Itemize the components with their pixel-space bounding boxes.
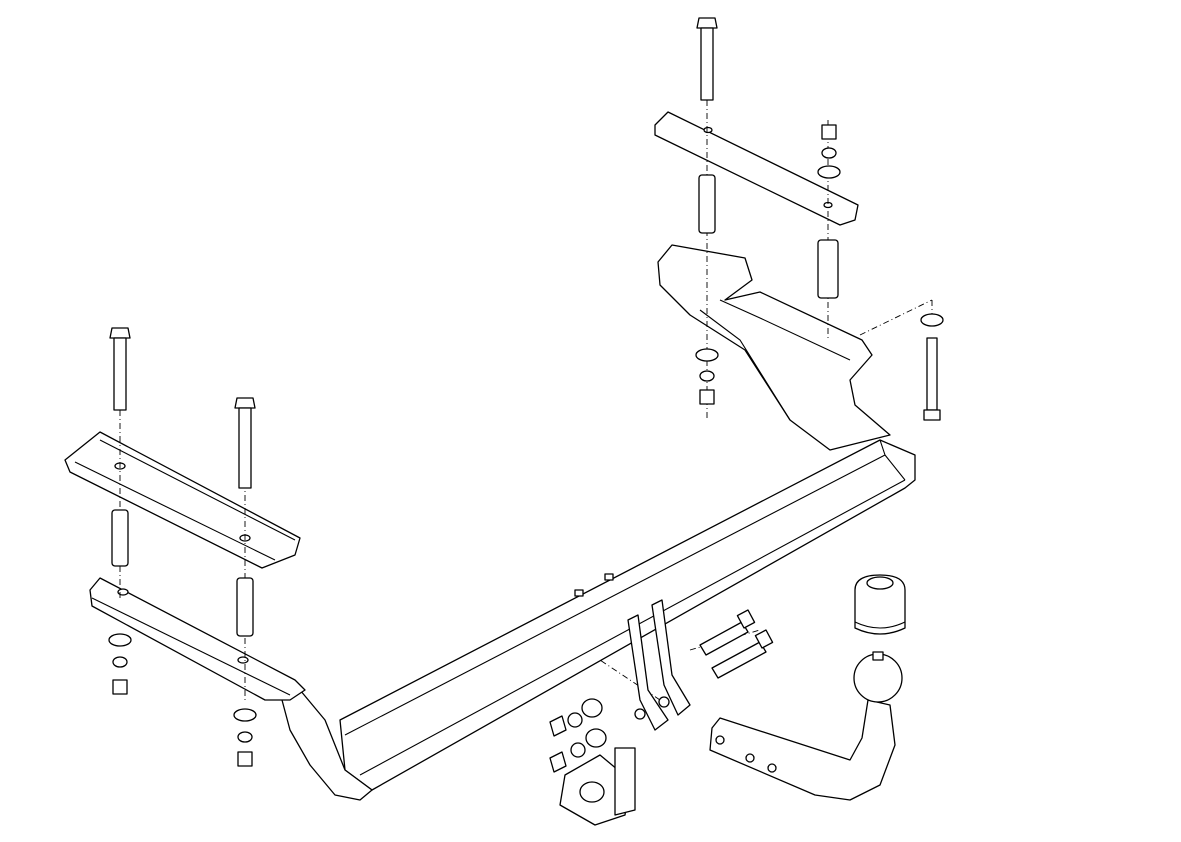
towball: [853, 651, 903, 703]
spacer-tubes: [111, 174, 839, 637]
plate-hole: [703, 126, 713, 134]
towball-mounting-brackets: [627, 599, 691, 731]
bolt: [109, 327, 131, 411]
bolts: [109, 17, 941, 679]
right-side-bracket: [657, 244, 891, 451]
spacer-tube: [817, 239, 839, 299]
bolt: [699, 609, 756, 656]
bolt: [923, 337, 941, 421]
left-end-bracket: [281, 689, 373, 801]
bolt: [234, 397, 256, 489]
main-crossbar: [339, 439, 916, 791]
electrical-socket-plate: [559, 747, 636, 826]
bolt: [696, 17, 718, 101]
plate-hole: [117, 588, 129, 596]
bolt: [711, 629, 774, 679]
left-lower-plate: [89, 577, 306, 701]
crossbar-stud: [574, 589, 584, 597]
spacer-tube: [236, 577, 254, 637]
left-upper-plate: [64, 431, 301, 569]
spacer-tube: [111, 509, 129, 567]
spacer-tube: [698, 174, 716, 234]
assembly-axis-lines: [119, 100, 933, 701]
towball-neck: [709, 699, 896, 801]
crossbar-stud: [604, 573, 614, 581]
washers-and-nuts: [108, 124, 944, 773]
towball-cover-cap: [854, 574, 906, 635]
plate-hole: [237, 656, 249, 664]
